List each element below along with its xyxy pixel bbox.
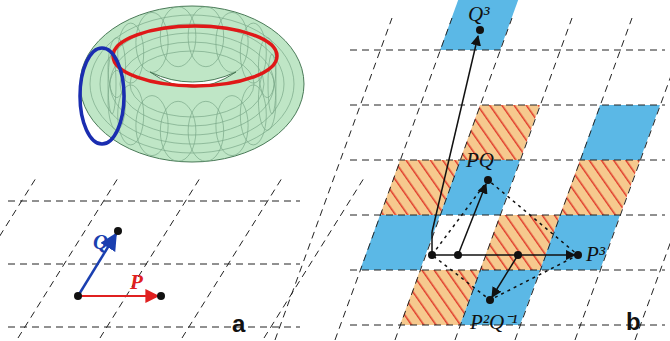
torus bbox=[80, 6, 304, 162]
vector-label: P²Q⁻¹ bbox=[470, 312, 518, 333]
colored-cells bbox=[360, 0, 660, 325]
lattice-grid bbox=[0, 178, 364, 338]
vector-label: P³ bbox=[586, 244, 605, 265]
lattice-grid bbox=[275, 18, 670, 340]
orbit-lines bbox=[432, 36, 578, 300]
panel-tag: a bbox=[232, 312, 245, 336]
vector-label: Q³ bbox=[468, 4, 489, 25]
vector-label: PQ bbox=[466, 150, 494, 171]
vector-p bbox=[78, 295, 158, 297]
vector-label: Q bbox=[93, 232, 108, 253]
vector-label: P bbox=[130, 272, 143, 293]
panel-tag: b bbox=[626, 310, 641, 334]
